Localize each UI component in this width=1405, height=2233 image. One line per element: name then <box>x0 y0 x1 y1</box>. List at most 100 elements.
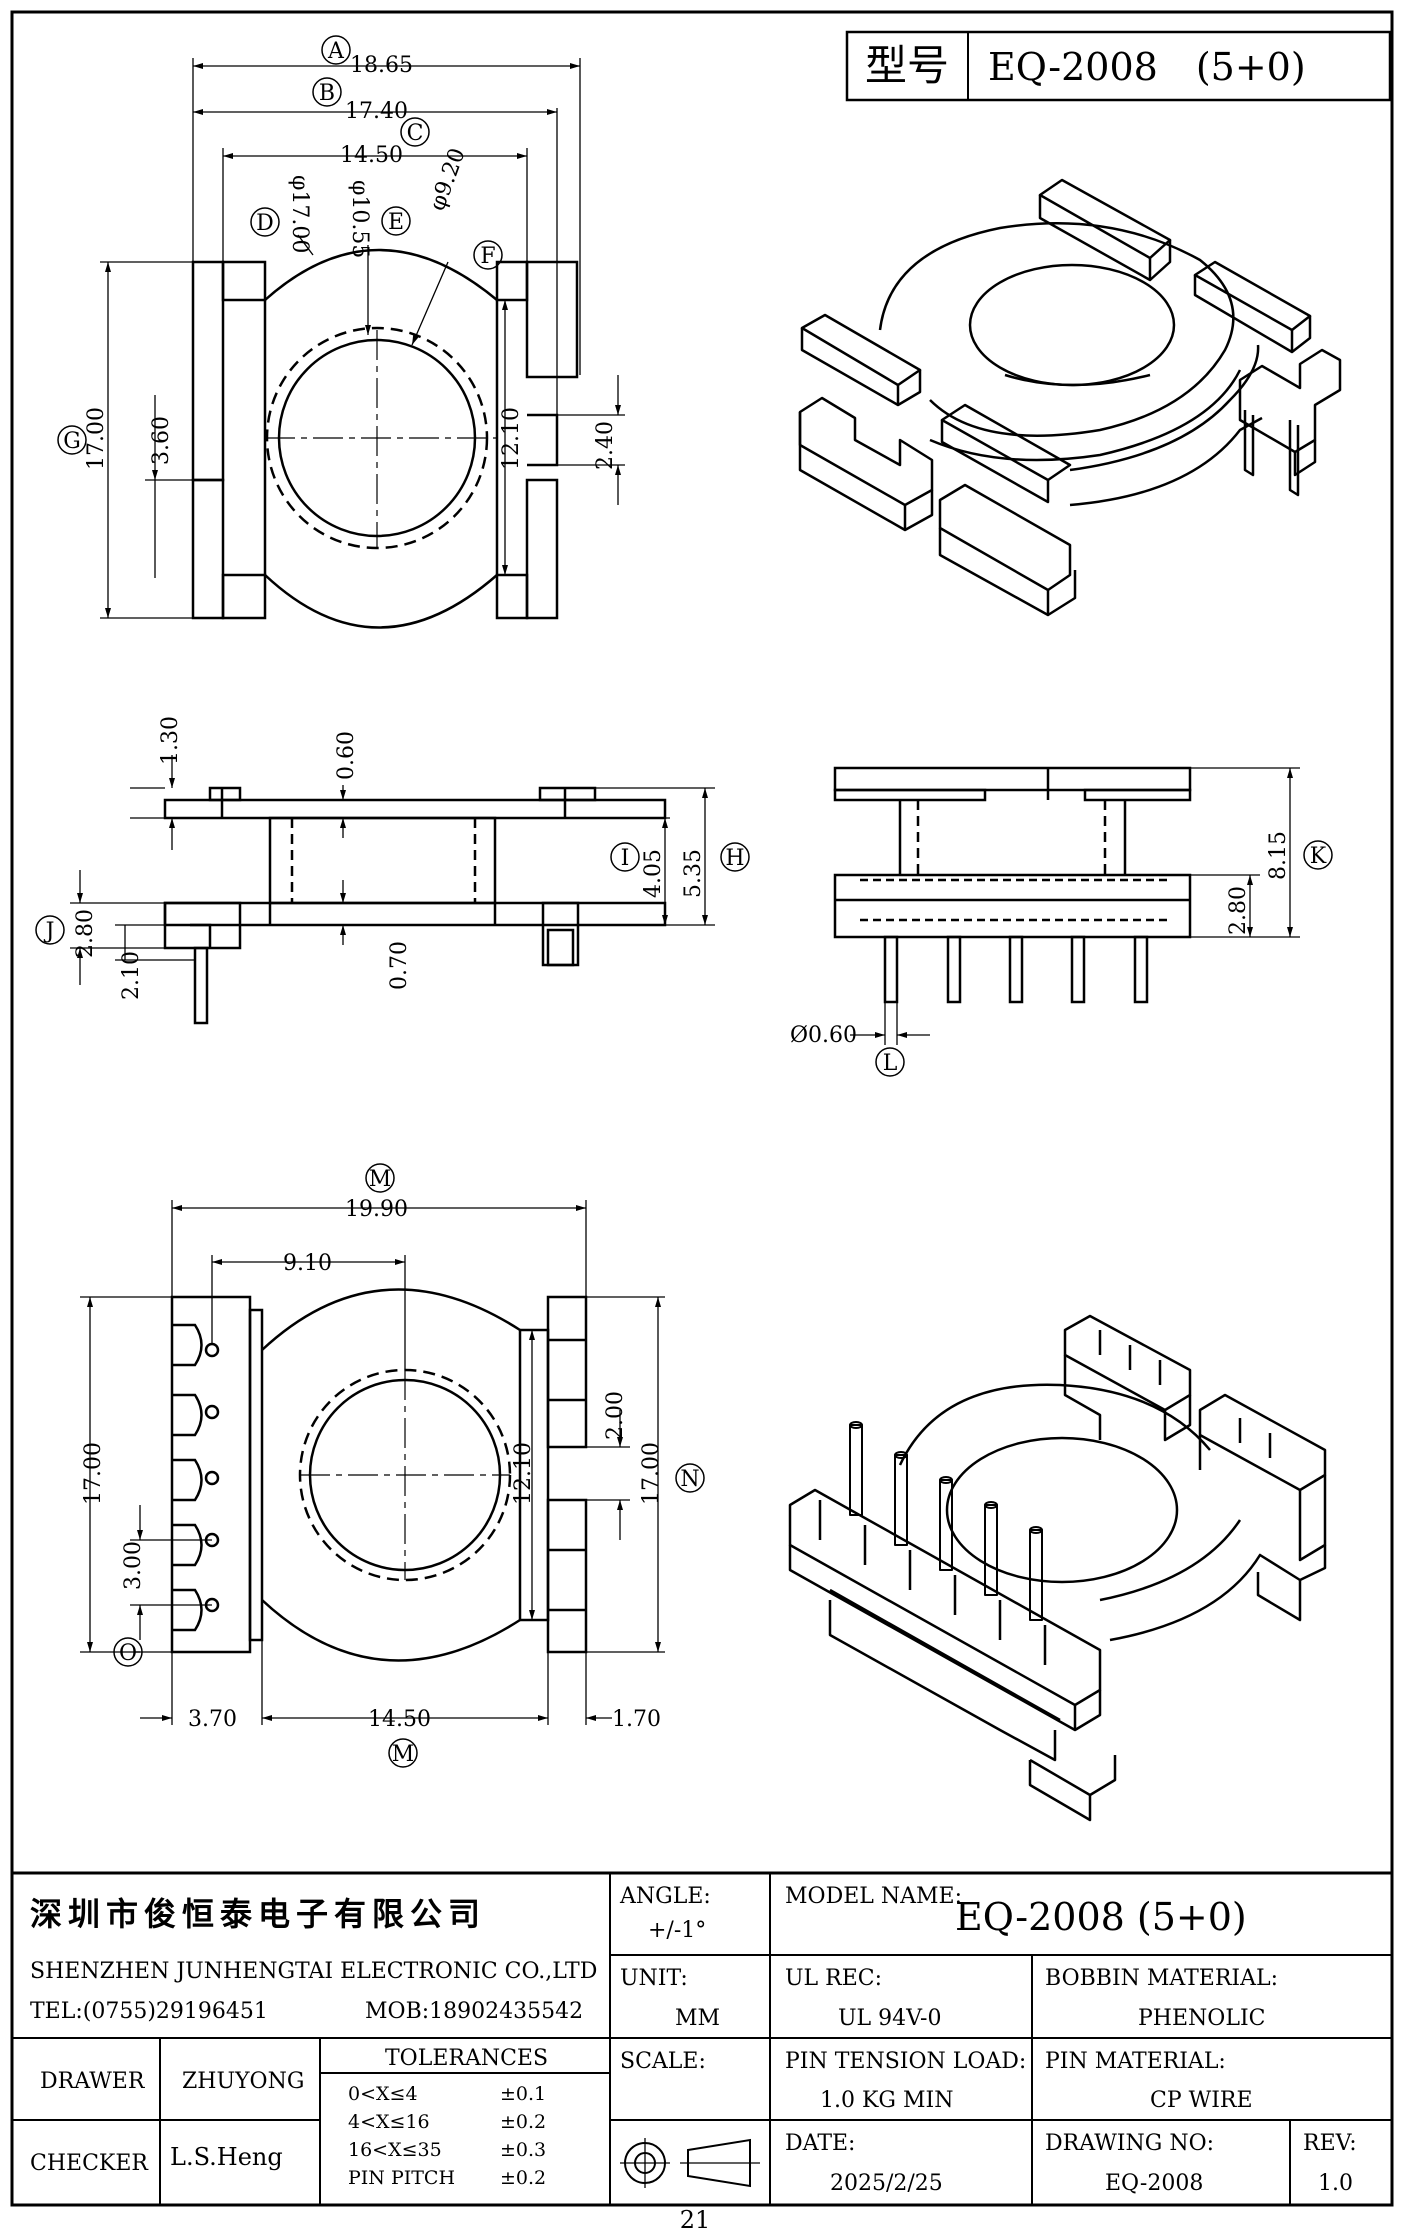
top-view-dimensions <box>100 58 625 619</box>
company-name-en: SHENZHEN JUNHENGTAI ELECTRONIC CO.,LTD <box>30 1959 597 1984</box>
dim-m-value: 19.90 <box>345 1197 408 1222</box>
dim-1210-value: 12.10 <box>511 1442 536 1505</box>
page-number: 21 <box>680 2206 711 2233</box>
side-view <box>163 786 667 1025</box>
dim-j-value: 2.80 <box>73 909 98 958</box>
unit-value: MM <box>675 2006 720 2031</box>
pin-material-label: PIN MATERIAL: <box>1045 2049 1226 2074</box>
dim-c-value: 14.50 <box>340 143 403 168</box>
tolerance-range-4: PIN PITCH <box>348 2167 455 2189</box>
front-view-dimensions <box>850 767 1300 1045</box>
dim-910-value: 9.10 <box>283 1251 332 1276</box>
tolerance-range-2: 4<X≤16 <box>348 2111 430 2133</box>
dim-h-value: 5.35 <box>681 849 706 898</box>
sheet-border <box>10 10 1394 2207</box>
isometric-view-bottom <box>788 1314 1327 1822</box>
svg-text:L: L <box>883 1051 898 1076</box>
ul-rec-label: UL REC: <box>785 1966 882 1991</box>
dim-060-value: 0.60 <box>334 731 359 780</box>
dim-240-value: 2.40 <box>593 421 618 470</box>
svg-text:J: J <box>44 919 55 944</box>
drawer-value: ZHUYONG <box>182 2069 304 2094</box>
bottom-view-callouts: M N O M <box>113 1163 705 1768</box>
tolerance-value-1: ±0.1 <box>500 2083 546 2105</box>
scale-label: SCALE: <box>620 2049 706 2074</box>
front-view-dimension-text: 8.15 2.80 Ø0.60 <box>790 831 1291 1048</box>
dim-1210-value: 12.10 <box>499 407 524 470</box>
model-name-label: MODEL NAME: <box>785 1884 962 1909</box>
dim-left17-value: 17.00 <box>81 1442 106 1505</box>
svg-text:D: D <box>256 211 274 236</box>
ul-rec-value: UL 94V-0 <box>838 2006 941 2031</box>
side-view-callouts: I H J <box>35 842 750 945</box>
checker-value: L.S.Heng <box>170 2143 283 2171</box>
dim-a-value: 18.65 <box>350 53 413 78</box>
side-view-dimension-text: 1.30 0.60 4.05 5.35 2.80 2.10 0.70 <box>73 716 706 1000</box>
dim-d-value: φ17.00 <box>287 175 312 253</box>
tolerance-value-4: ±0.2 <box>500 2167 546 2189</box>
isometric-view-top <box>798 178 1342 617</box>
dim-200-value: 2.00 <box>603 1391 628 1440</box>
company-name-cn: 深圳市俊恒泰电子有限公司 <box>30 1895 486 1933</box>
dim-g-value: 17.00 <box>84 407 109 470</box>
dim-370-value: 3.70 <box>188 1707 237 1732</box>
rev-value: 1.0 <box>1318 2171 1353 2196</box>
dim-130-value: 1.30 <box>158 716 183 765</box>
title-block <box>10 1871 1394 2207</box>
bobbin-material-label: BOBBIN MATERIAL: <box>1045 1966 1278 1991</box>
tolerance-range-1: 0<X≤4 <box>348 2083 418 2105</box>
tolerance-value-2: ±0.2 <box>500 2111 546 2133</box>
svg-text:O: O <box>119 1641 137 1666</box>
unit-label: UNIT: <box>620 1966 688 1991</box>
bottom-view-dimension-text: 19.90 9.10 17.00 3.00 2.00 12.10 17.00 3… <box>81 1197 664 1732</box>
angle-value: +/-1° <box>648 1918 706 1943</box>
dim-i-value: 4.05 <box>641 849 666 898</box>
dim-170-value: 1.70 <box>612 1707 661 1732</box>
bottom-view <box>170 1288 588 1662</box>
checker-label: CHECKER <box>30 2151 149 2176</box>
pin-tension-label: PIN TENSION LOAD: <box>785 2049 1026 2074</box>
front-view <box>833 766 1192 1004</box>
company-mob: MOB:18902435542 <box>365 1999 583 2024</box>
tolerance-value-3: ±0.3 <box>500 2139 546 2161</box>
pin-tension-value: 1.0 KG MIN <box>820 2088 953 2113</box>
svg-text:G: G <box>63 429 81 454</box>
dim-070-value: 0.70 <box>387 941 412 990</box>
front-view-callouts: K L <box>875 840 1333 1077</box>
side-view-dimensions <box>70 755 715 985</box>
rev-label: REV: <box>1303 2131 1357 2156</box>
title-block-text: 深圳市俊恒泰电子有限公司 SHENZHEN JUNHENGTAI ELECTRO… <box>30 1884 1357 2196</box>
model-name-value: EQ-2008 (5+0) <box>955 1895 1247 1939</box>
top-view <box>191 248 579 629</box>
svg-text:M: M <box>369 1167 392 1192</box>
dim-300-value: 3.00 <box>121 1541 146 1590</box>
angle-label: ANGLE: <box>619 1884 711 1909</box>
svg-text:I: I <box>621 846 630 871</box>
dim-e-value: φ10.55 <box>347 180 372 258</box>
svg-text:N: N <box>680 1467 699 1492</box>
dim-k-value: 8.15 <box>1266 831 1291 880</box>
svg-text:B: B <box>319 81 335 106</box>
drawing-no-value: EQ-2008 <box>1105 2171 1203 2196</box>
top-view-callouts: A B C D E F G <box>57 35 503 455</box>
pin-material-value: CP WIRE <box>1150 2088 1253 2113</box>
model-value: EQ-2008 (5+0) <box>988 45 1306 89</box>
tolerance-range-3: 16<X≤35 <box>348 2139 442 2161</box>
dim-1450-value: 14.50 <box>368 1707 431 1732</box>
date-label: DATE: <box>785 2131 855 2156</box>
svg-text:A: A <box>327 39 345 64</box>
bottom-view-dimensions <box>80 1200 665 1725</box>
dim-280-value: 2.80 <box>1226 886 1251 935</box>
svg-text:M: M <box>392 1742 415 1767</box>
company-tel: TEL:(0755)29196451 <box>30 1999 268 2024</box>
model-label: 型号 <box>865 41 949 90</box>
header-model-box: 型号 EQ-2008 (5+0) <box>845 30 1392 102</box>
svg-text:E: E <box>388 210 404 235</box>
dim-n-value: 17.00 <box>639 1442 664 1505</box>
dim-l-value: Ø0.60 <box>790 1023 857 1048</box>
drawing-no-label: DRAWING NO: <box>1045 2131 1214 2156</box>
tolerances-label: TOLERANCES <box>385 2046 548 2071</box>
svg-text:K: K <box>1310 844 1327 869</box>
drawer-label: DRAWER <box>40 2069 146 2094</box>
